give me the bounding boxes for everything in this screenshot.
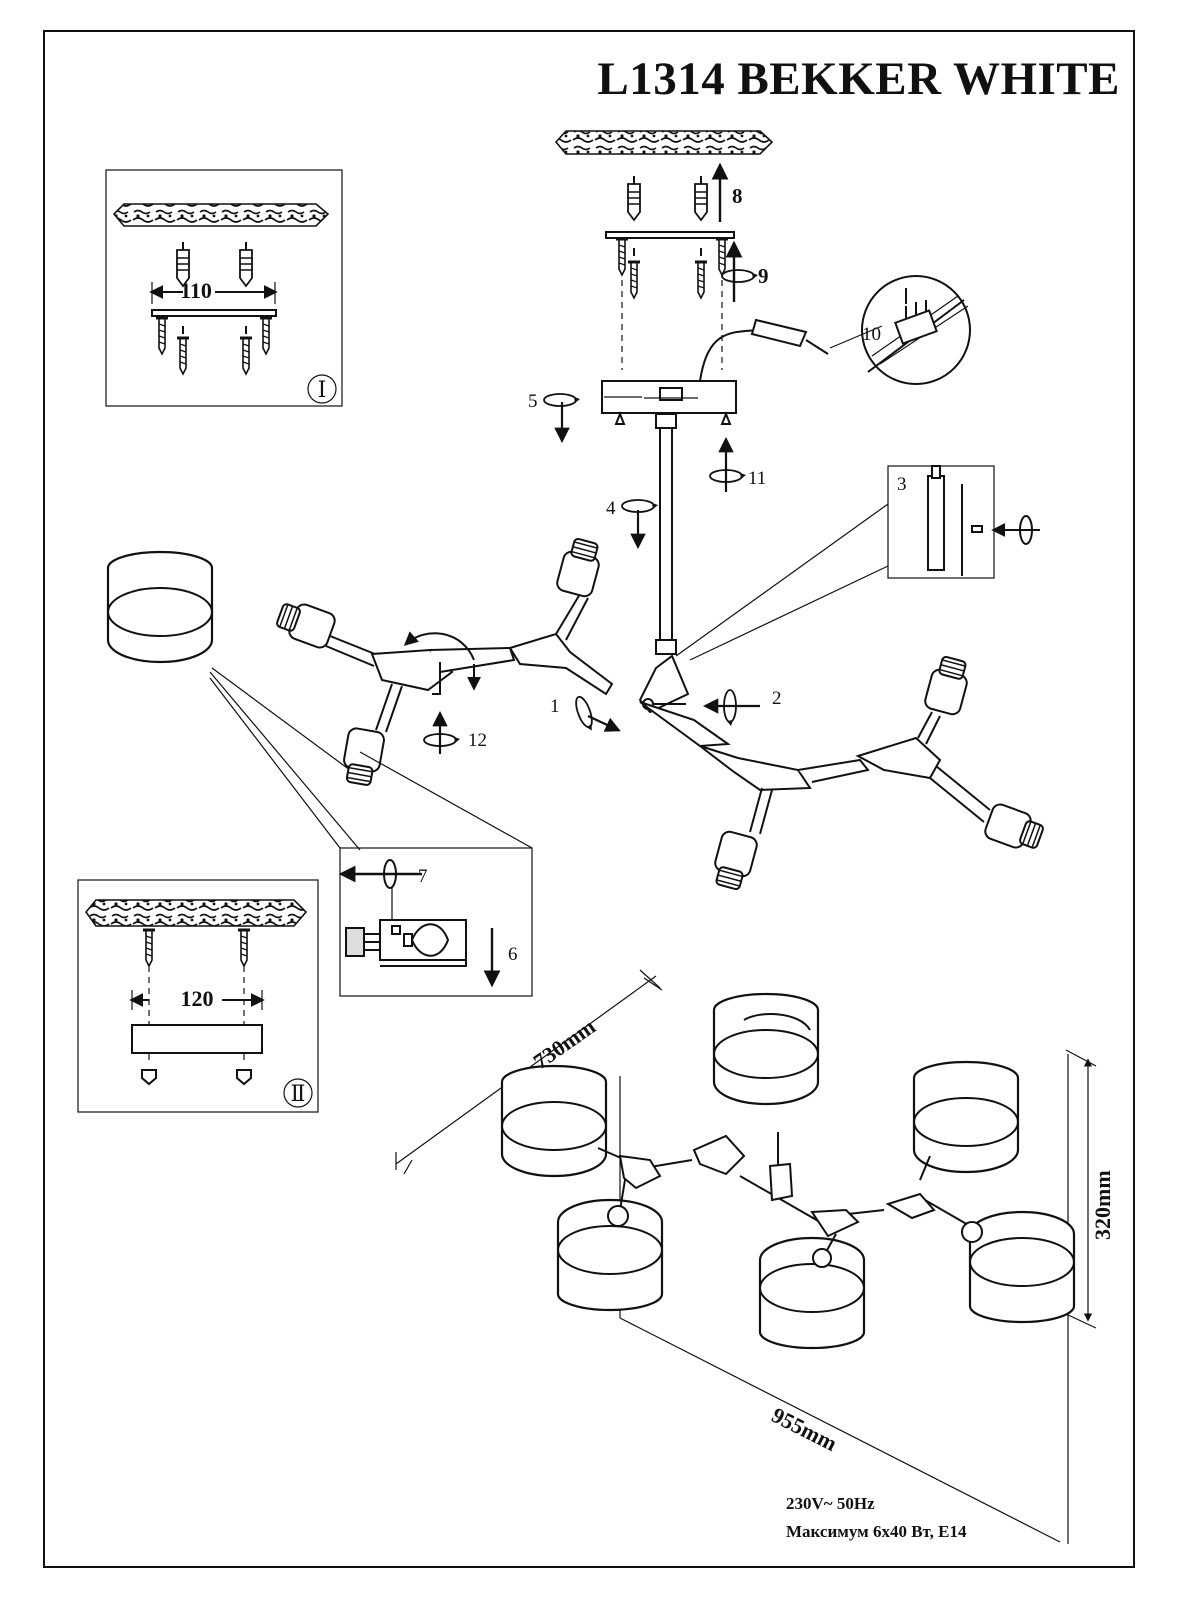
- lamp-shade: [500, 1064, 608, 1178]
- step-11: 11: [748, 468, 766, 489]
- step-6: 6: [508, 944, 518, 965]
- rotate-arrow-icon: [709, 469, 747, 483]
- suspension-rod: [659, 413, 673, 655]
- mounting-plate: [151, 309, 277, 317]
- page-border: [43, 30, 1135, 1568]
- dimension-120: 120: [181, 986, 214, 1011]
- wall-anchor-icon: [694, 175, 708, 221]
- lamp-socket: [708, 829, 760, 893]
- lamp-socket: [922, 653, 974, 717]
- lamp-shade: [106, 550, 214, 664]
- inset-canopy-II: 120 Ⅱ: [77, 879, 319, 1113]
- inset-roman-I: Ⅰ: [318, 377, 327, 402]
- step-8: 8: [732, 184, 743, 208]
- screw-icon: [693, 260, 709, 300]
- screw-icon: [141, 928, 157, 968]
- page-title: L1314 BEKKER WHITE: [597, 53, 1120, 105]
- dimensioned-overview: 730mm 955mm 320mm: [395, 969, 1115, 1544]
- screw-icon: [154, 316, 170, 356]
- lamp-shade: [758, 1236, 866, 1350]
- inset-bulb-install: 7 6: [209, 677, 533, 997]
- step-9: 9: [758, 264, 769, 288]
- spec-voltage: 230V~ 50Hz: [786, 1494, 875, 1513]
- ceiling: [554, 130, 774, 155]
- lamp-arm-left: 12 1: [106, 535, 621, 851]
- screw-icon: [175, 336, 191, 376]
- rotate-arrow-icon: [721, 269, 759, 283]
- wall-anchor-icon: [239, 241, 253, 287]
- inset-roman-II: Ⅱ: [291, 1081, 306, 1106]
- wall-anchor-icon: [627, 175, 641, 221]
- terminal-block: [750, 318, 808, 348]
- inset-10-number: 10: [862, 324, 881, 345]
- canopy-plate: [131, 1024, 263, 1054]
- inset-terminal-10: 10: [861, 275, 971, 385]
- rotate-arrow-icon: [571, 694, 598, 734]
- inset-rod-connection-3: 3: [675, 465, 1040, 661]
- dimension-depth: 730mm: [529, 1014, 600, 1074]
- step-5: 5: [528, 391, 538, 412]
- screw-icon: [258, 316, 274, 356]
- rotate-arrow-icon: [621, 499, 659, 513]
- dimension-width: 955mm: [768, 1402, 841, 1456]
- lamp-socket: [272, 596, 338, 651]
- screw-icon: [626, 260, 642, 300]
- lamp-arm-right: 2: [638, 653, 1048, 893]
- mounting-plate: [605, 231, 735, 239]
- dimension-110: 110: [180, 278, 212, 303]
- screw-icon: [238, 336, 254, 376]
- lamp-socket: [339, 726, 387, 788]
- screw-icon: [236, 928, 252, 968]
- rotate-arrow-icon: [423, 733, 461, 747]
- dimension-height: 320mm: [1090, 1170, 1115, 1240]
- lamp-socket: [554, 535, 606, 599]
- lamp-socket: [982, 801, 1048, 856]
- straight-arrow-icon: [587, 715, 621, 732]
- rotate-arrow-icon: [1019, 515, 1033, 545]
- rotate-arrow-icon: [723, 689, 737, 727]
- step-7: 7: [418, 866, 428, 887]
- bulb-icon: [410, 923, 450, 957]
- spec-power: Максимум 6x40 Вт, E14: [786, 1522, 967, 1541]
- inset-3-number: 3: [897, 474, 907, 495]
- inset-mounting-bracket-I: 110 Ⅰ: [105, 169, 343, 407]
- step-1: 1: [550, 696, 560, 717]
- step-2: 2: [772, 688, 782, 709]
- lamp-shade: [968, 1210, 1076, 1324]
- screw-icon: [714, 237, 730, 277]
- screw-icon: [614, 237, 630, 277]
- ceiling-mount-assembly: 8 9 5: [528, 130, 883, 655]
- step-4: 4: [606, 498, 616, 519]
- rotate-arrow-icon: [383, 859, 397, 889]
- lamp-shade: [712, 992, 820, 1106]
- lamp-shade: [912, 1060, 1020, 1174]
- step-12: 12: [468, 730, 487, 751]
